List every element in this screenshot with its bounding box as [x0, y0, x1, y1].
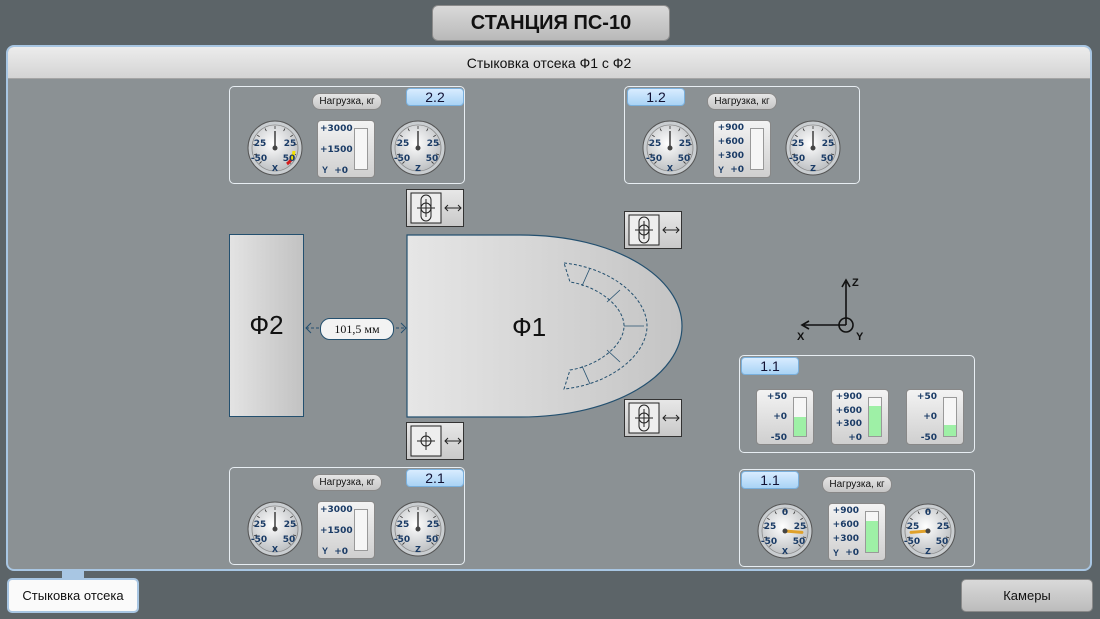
dial-tick-label: 25 — [284, 520, 297, 530]
dial-tick-label: 25 — [254, 520, 267, 530]
dial-axis-label: X — [782, 547, 789, 556]
dial-tick-label: -50 — [646, 154, 662, 164]
group-tag: 2.2 — [406, 88, 464, 106]
load-label: Нагрузка, кг — [312, 474, 382, 491]
dial-tick-label: -50 — [761, 537, 777, 547]
dial-tick-label: 50 — [426, 154, 439, 164]
dial-tick-label: 50 — [821, 154, 834, 164]
dial-tick-label: 25 — [937, 522, 950, 532]
axis-x-label: X — [797, 331, 805, 343]
dial-hub — [272, 526, 278, 532]
dial-axis-label: Z — [810, 164, 816, 173]
dial-axis-label: Z — [925, 547, 931, 556]
dial-tick-label: 50 — [283, 535, 296, 545]
dial-hub — [667, 145, 673, 151]
group-tag: 1.1 — [741, 471, 799, 489]
dial-tick-label: 25 — [822, 139, 835, 149]
bar-y: +900 +600 +300 +0 Y — [713, 120, 771, 178]
dock-position-icon — [628, 214, 680, 246]
dock-position-icon — [410, 192, 462, 224]
dial-tick-label: 25 — [427, 139, 440, 149]
group-tag: 1.1 — [741, 357, 799, 375]
dial-tick-label: 0 — [782, 508, 788, 518]
dial-tick-label: 25 — [764, 522, 777, 532]
dial-tick-label: 50 — [678, 154, 691, 164]
dial-tick-label: -50 — [789, 154, 805, 164]
axis-z-label: Z — [852, 277, 859, 289]
axes-icon — [800, 278, 854, 333]
dial-tick-label: 25 — [907, 522, 920, 532]
dock-position-button[interactable] — [406, 422, 464, 460]
bar-y: +900 +600 +300 +0 — [831, 389, 889, 445]
dial-tick-label: 25 — [679, 139, 692, 149]
bar-y: +3000 +1500 +0 Y — [317, 501, 375, 559]
load-label: Нагрузка, кг — [707, 93, 777, 110]
dock-position-icon — [410, 425, 462, 457]
bar-y: +900 +600 +300 +0 Y — [828, 503, 886, 561]
dial-tick-label: 50 — [936, 537, 949, 547]
axis-y-label: Y — [856, 331, 864, 343]
dial-tick-label: 25 — [397, 139, 410, 149]
dial-axis-label: Z — [415, 545, 421, 554]
cameras-button[interactable]: Камеры — [961, 579, 1093, 612]
panel-title: Стыковка отсека Ф1 с Ф2 — [8, 47, 1090, 79]
dial-axis-label: X — [667, 164, 674, 173]
dial-axis-label: X — [272, 545, 279, 554]
dial-hub — [810, 145, 816, 151]
dial-needle — [783, 529, 804, 534]
docking-button[interactable]: Стыковка отсека — [7, 578, 139, 613]
dial-tick-label: -50 — [251, 535, 267, 545]
module-f2-label: Ф2 — [249, 310, 284, 340]
group-tag: 2.1 — [406, 469, 464, 487]
distance-readout: 101,5 мм — [320, 318, 394, 340]
dial-tick-label: -50 — [394, 535, 410, 545]
dock-position-icon — [628, 402, 680, 434]
bar-x: +50 +0 -50 — [756, 389, 814, 445]
dock-position-button[interactable] — [624, 211, 682, 249]
dial-tick-label: -50 — [394, 154, 410, 164]
dial-tick-label: 25 — [649, 139, 662, 149]
dial-tick-label: 25 — [397, 520, 410, 530]
dial-axis-label: Z — [415, 164, 421, 173]
dial-tick-label: 50 — [283, 154, 296, 164]
dial-tick-label: 25 — [254, 139, 267, 149]
dial-tick-label: 25 — [792, 139, 805, 149]
module-f1[interactable] — [402, 228, 692, 424]
load-label: Нагрузка, кг — [312, 93, 382, 110]
station-title: СТАНЦИЯ ПС-10 — [432, 5, 670, 41]
load-label: Нагрузка, кг — [822, 476, 892, 493]
dial-hub — [272, 145, 278, 151]
dial-needle — [909, 529, 930, 534]
dial-tick-label: -50 — [904, 537, 920, 547]
dial-hub — [925, 528, 931, 534]
dial-axis-label: X — [272, 164, 279, 173]
module-f1-label: Ф1 — [512, 312, 547, 342]
module-f2[interactable]: Ф2 — [229, 234, 304, 417]
active-tab-indicator — [62, 571, 84, 578]
dial-hub — [415, 526, 421, 532]
dial-hub — [415, 145, 421, 151]
bar-y: +3000 +1500 +0 Y — [317, 120, 375, 178]
dial-tick-label: 25 — [427, 520, 440, 530]
dock-position-button[interactable] — [406, 189, 464, 227]
dial-tick-label: 0 — [925, 508, 931, 518]
dial-tick-label: 50 — [793, 537, 806, 547]
dial-tick-label: 25 — [794, 522, 807, 532]
dial-tick-label: 25 — [284, 139, 297, 149]
dial-tick-label: 50 — [426, 535, 439, 545]
dock-position-button[interactable] — [624, 399, 682, 437]
dial-hub — [782, 528, 788, 534]
bar-z: +50 +0 -50 — [906, 389, 964, 445]
group-tag: 1.2 — [627, 88, 685, 106]
dial-tick-label: -50 — [251, 154, 267, 164]
